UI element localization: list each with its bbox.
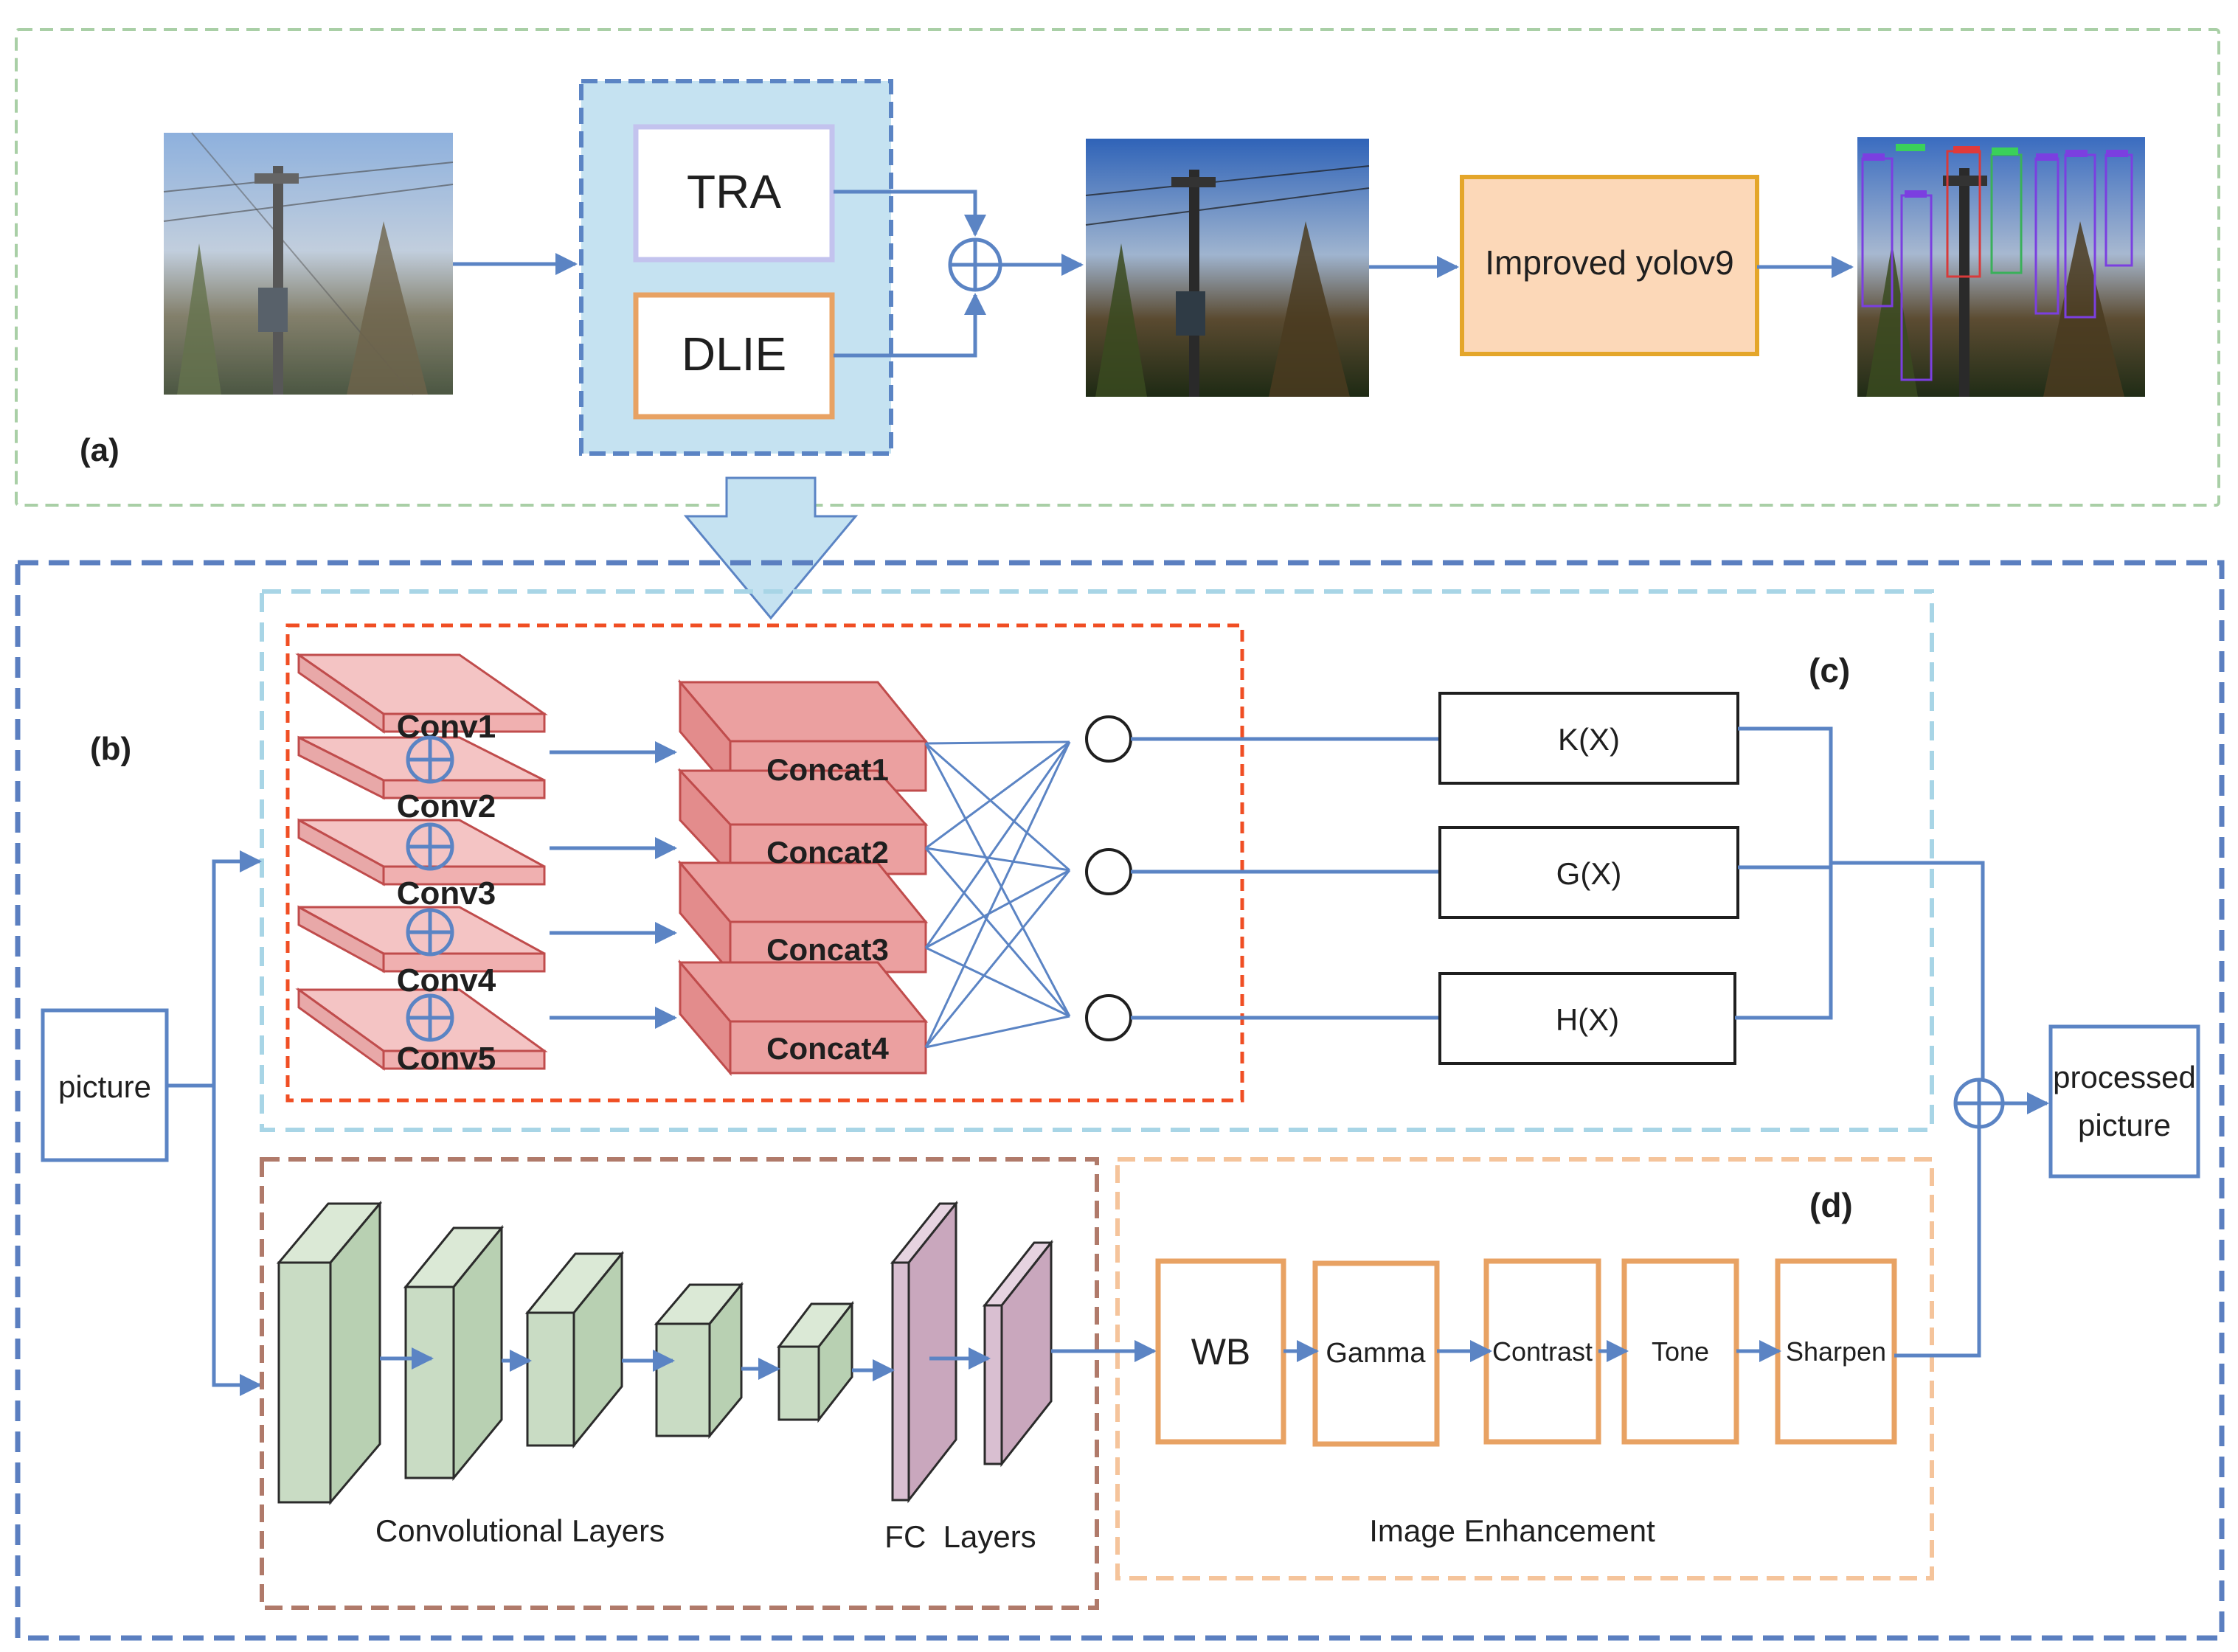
conv4-label: Conv4 bbox=[397, 962, 496, 999]
conv-slab-1 bbox=[295, 653, 548, 734]
conv2-label: Conv2 bbox=[397, 788, 496, 825]
enhancement-frame bbox=[1115, 1157, 1934, 1580]
conv-layers-caption: Convolutional Layers bbox=[375, 1513, 665, 1548]
gamma-box bbox=[1312, 1260, 1440, 1447]
conv1-label: Conv1 bbox=[397, 709, 496, 745]
contrast-label: Contrast bbox=[1492, 1336, 1593, 1367]
h-function-box bbox=[1438, 972, 1736, 1065]
panel-c-label: (c) bbox=[1809, 651, 1850, 690]
yolo-box bbox=[1460, 175, 1759, 356]
fc-blocks bbox=[890, 1200, 1054, 1504]
cnn-block-1 bbox=[276, 1200, 383, 1506]
input-picture-box bbox=[41, 1008, 169, 1162]
tone-box bbox=[1621, 1258, 1739, 1445]
fc-layers-caption: FC Layers bbox=[884, 1519, 1036, 1554]
cnn-frame bbox=[260, 1157, 1099, 1610]
tra-label: TRA bbox=[687, 165, 781, 218]
concat2-label: Concat2 bbox=[766, 835, 889, 870]
cnn-block-4 bbox=[654, 1281, 744, 1440]
g-function-label: G(X) bbox=[1556, 856, 1622, 891]
panel-a-frame bbox=[15, 28, 2220, 507]
dlie-to-sum-arrow bbox=[834, 293, 986, 358]
input-to-panel-d-arrow bbox=[212, 1086, 262, 1396]
sharpen-label: Sharpen bbox=[1786, 1336, 1886, 1367]
tone-label: Tone bbox=[1652, 1336, 1709, 1367]
contrast-box bbox=[1483, 1258, 1601, 1445]
h-function-label: H(X) bbox=[1556, 1002, 1619, 1037]
conv-plus-icons bbox=[406, 735, 454, 1042]
k-function-box bbox=[1438, 692, 1739, 785]
image-enhancement-caption: Image Enhancement bbox=[1369, 1513, 1655, 1548]
fc-block-2 bbox=[982, 1239, 1054, 1468]
sharpen-to-sum-line bbox=[1894, 1127, 1981, 1358]
concat3-label: Concat3 bbox=[766, 932, 889, 967]
g-function-box bbox=[1438, 826, 1739, 919]
conv-slab-4 bbox=[297, 905, 546, 974]
panel-d-label: (d) bbox=[1809, 1186, 1853, 1224]
input-picture-label: picture bbox=[58, 1069, 151, 1104]
tra-box bbox=[633, 124, 835, 263]
conv-slab-5 bbox=[295, 988, 548, 1071]
concat-block-3 bbox=[677, 859, 929, 976]
concat1-label: Concat1 bbox=[766, 752, 889, 787]
output-picture-label-line2: picture bbox=[2078, 1108, 2171, 1142]
concat-stack: Concat1 Concat2 Concat3 Concat4 bbox=[677, 678, 929, 1077]
dlie-label: DLIE bbox=[682, 327, 786, 381]
conv-stack: Conv1 Conv2 Conv3 Conv4 Conv5 bbox=[295, 653, 548, 1077]
expand-down-arrow bbox=[683, 476, 859, 620]
yolo-label: Improved yolov9 bbox=[1485, 243, 1734, 282]
final-sum-node bbox=[1953, 1077, 2005, 1129]
conv-to-concat-arrows bbox=[550, 741, 677, 1029]
dlie-box bbox=[633, 292, 835, 420]
output-nodes bbox=[1085, 715, 1132, 1041]
output-picture-label-line1: processed bbox=[2053, 1060, 2196, 1094]
cnn-block-3 bbox=[524, 1250, 625, 1449]
fc-block-1 bbox=[890, 1200, 959, 1504]
conv-slab-3 bbox=[297, 818, 546, 886]
cnn-blocks bbox=[276, 1200, 855, 1506]
panel-a-label: (a) bbox=[80, 432, 119, 468]
wb-label: WB bbox=[1191, 1331, 1251, 1372]
output-picture-box bbox=[2048, 1024, 2200, 1179]
concat4-label: Concat4 bbox=[766, 1031, 889, 1066]
tra-to-sum-arrow bbox=[834, 190, 986, 237]
detection-photo bbox=[1857, 137, 2145, 397]
node-to-function-lines bbox=[1131, 737, 1440, 1020]
conv3-label: Conv3 bbox=[397, 875, 496, 912]
concat-block-4 bbox=[677, 959, 929, 1077]
k-function-label: K(X) bbox=[1558, 722, 1620, 757]
concat-to-nodes-connections bbox=[924, 740, 1071, 1049]
panel-b-frame bbox=[15, 560, 2225, 1641]
sum-node-a bbox=[948, 237, 1002, 292]
feature-extractor-frame bbox=[285, 623, 1244, 1103]
sharpen-box bbox=[1775, 1258, 1897, 1445]
function-merge-lines bbox=[1735, 726, 1985, 1079]
conv5-label: Conv5 bbox=[397, 1041, 496, 1077]
concat-block-2 bbox=[677, 768, 929, 877]
wb-box bbox=[1155, 1258, 1286, 1445]
gamma-label: Gamma bbox=[1326, 1338, 1426, 1369]
input-to-panel-c-arrow bbox=[167, 850, 262, 1088]
panel-b-label: (b) bbox=[90, 731, 131, 767]
panel-c-frame bbox=[260, 589, 1934, 1132]
input-photo bbox=[163, 132, 454, 395]
cnn-block-5 bbox=[776, 1300, 855, 1423]
cnn-arrows bbox=[380, 1340, 1157, 1381]
enhanced-photo bbox=[1085, 139, 1370, 397]
cnn-block-2 bbox=[403, 1224, 505, 1482]
